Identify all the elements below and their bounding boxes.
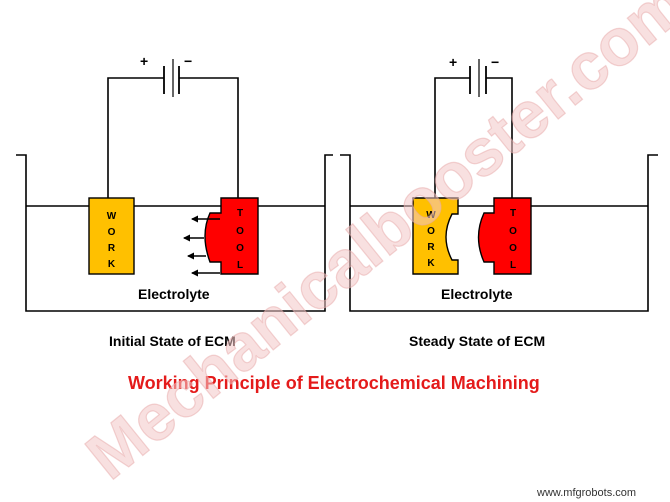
tool-letter-l: L: [237, 260, 243, 271]
circuit-wire-right: [486, 77, 513, 198]
battery-plus-sign: +: [449, 54, 457, 70]
tool-letter-o1: O: [509, 226, 517, 237]
work-letter-r: R: [108, 243, 116, 254]
current-flow-arrows: [183, 215, 220, 277]
tool-letter-t: T: [237, 208, 243, 219]
battery-minus-sign: −: [491, 54, 499, 70]
tool-letter-l: L: [510, 260, 516, 271]
work-letter-k: K: [108, 259, 116, 270]
tool-letter-o1: O: [236, 226, 244, 237]
work-piece: [88, 197, 135, 275]
panel-steady-state: + − W O R K T O O L Electrolyte Steady S…: [340, 54, 658, 349]
work-piece: [412, 197, 459, 275]
circuit-wire-right: [179, 77, 239, 198]
tool-letter-t: T: [510, 208, 516, 219]
tool-electrode: [477, 197, 532, 275]
tool-letter-o2: O: [509, 243, 517, 254]
circuit-wire-left: [107, 77, 164, 198]
battery-icon: [163, 59, 180, 97]
electrolyte-tank-right: [340, 154, 658, 312]
panel-initial-state: + − W O R K T O O L Electrolyte Initial …: [16, 53, 333, 349]
electrolyte-label: Electrolyte: [138, 286, 210, 302]
work-letter-o: O: [427, 226, 435, 237]
battery-icon: [469, 59, 487, 97]
electrolyte-tank-left: [16, 154, 333, 312]
work-letter-w: W: [107, 211, 117, 222]
battery-minus-sign: −: [184, 53, 192, 69]
electrolyte-label: Electrolyte: [441, 286, 513, 302]
watermark-text: Mechanicalbooster.com: [72, 0, 670, 493]
work-letter-k: K: [427, 258, 435, 269]
diagram-title: Working Principle of Electrochemical Mac…: [128, 373, 540, 393]
tool-electrode: [204, 197, 259, 275]
battery-plus-sign: +: [140, 53, 148, 69]
source-credit: www.mfgrobots.com: [536, 487, 636, 499]
circuit-wire-left: [434, 77, 470, 198]
panel-caption: Steady State of ECM: [409, 333, 545, 349]
work-letter-w: W: [426, 210, 436, 221]
tool-letter-o2: O: [236, 243, 244, 254]
panel-caption: Initial State of ECM: [109, 333, 236, 349]
work-letter-o: O: [108, 227, 116, 238]
work-letter-r: R: [427, 242, 435, 253]
